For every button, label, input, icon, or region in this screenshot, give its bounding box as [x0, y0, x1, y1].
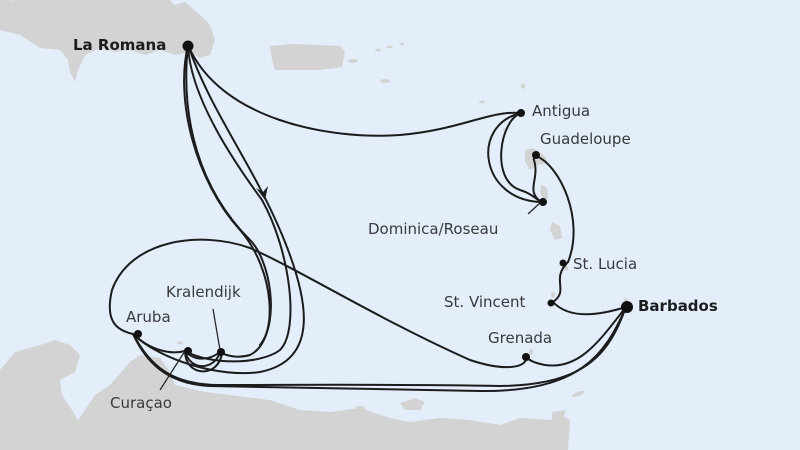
- landmass-hispaniola: [0, 0, 215, 82]
- direction-arrow-icon: [256, 186, 268, 200]
- port-marker-st-vincent[interactable]: [547, 299, 555, 307]
- cruise-routes: [108, 44, 627, 393]
- port-label-kralendijk[interactable]: Kralendijk: [166, 283, 241, 301]
- port-label-aruba[interactable]: Aruba: [126, 308, 171, 326]
- port-label-dominica[interactable]: Dominica/Roseau: [368, 220, 499, 238]
- port-marker-dominica[interactable]: [539, 198, 547, 206]
- port-marker-kralendijk[interactable]: [217, 348, 225, 356]
- port-marker-curacao[interactable]: [184, 347, 192, 355]
- port-label-st-vincent[interactable]: St. Vincent: [444, 293, 526, 311]
- port-label-antigua[interactable]: Antigua: [532, 102, 591, 120]
- port-marker-la-romana[interactable]: [182, 40, 194, 52]
- landmass-puerto-rico: [270, 44, 345, 70]
- port-marker-grenada[interactable]: [522, 353, 530, 361]
- port-label-la-romana[interactable]: La Romana: [73, 36, 167, 54]
- port-label-grenada[interactable]: Grenada: [488, 329, 553, 347]
- landmass-cuba: [0, 0, 12, 10]
- port-marker-aruba[interactable]: [134, 330, 142, 338]
- port-marker-guadeloupe[interactable]: [532, 151, 540, 159]
- port-marker-antigua[interactable]: [517, 109, 525, 117]
- port-label-st-lucia[interactable]: St. Lucia: [573, 255, 638, 273]
- port-label-guadeloupe[interactable]: Guadeloupe: [540, 130, 631, 148]
- port-marker-barbados[interactable]: [621, 301, 633, 313]
- landmass-south-america: [0, 340, 570, 450]
- port-markers: [134, 40, 633, 361]
- port-label-barbados[interactable]: Barbados: [638, 297, 718, 315]
- port-label-curacao[interactable]: Curaçao: [110, 394, 172, 412]
- port-marker-st-lucia[interactable]: [559, 259, 567, 267]
